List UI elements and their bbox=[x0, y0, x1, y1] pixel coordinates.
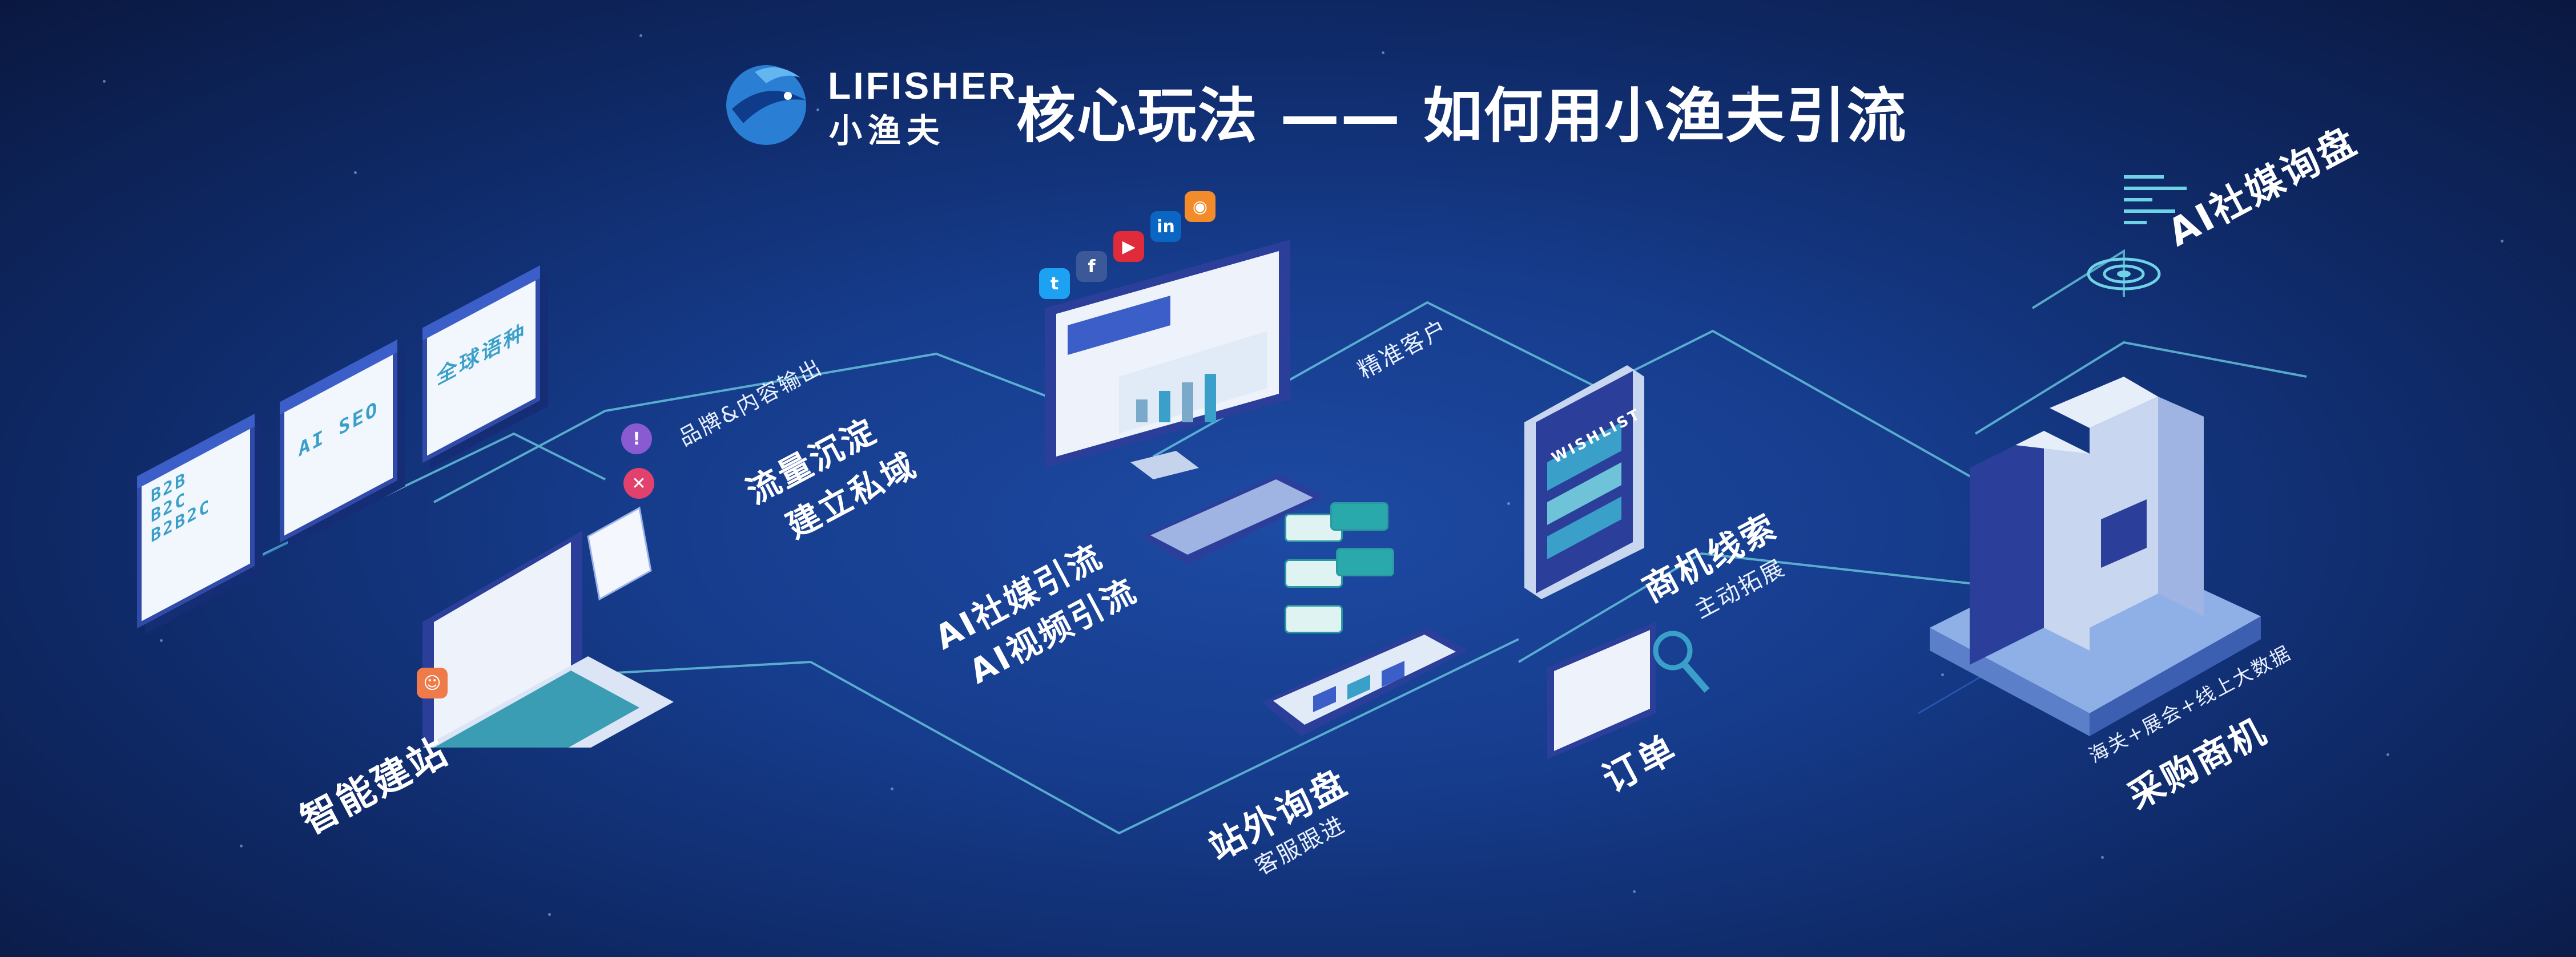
fish-logo-icon bbox=[721, 55, 818, 146]
brand-name: LIFISHER bbox=[828, 64, 1018, 107]
brand-cn: 小渔夫 bbox=[829, 104, 945, 152]
chat-bubble bbox=[1285, 559, 1343, 588]
page-title: 核心玩法 —— 如何用小渔夫引流 bbox=[1016, 67, 1907, 154]
chat-bubble bbox=[1330, 502, 1388, 531]
laptop-illustration bbox=[400, 451, 697, 748]
linkedin-icon: in bbox=[1150, 211, 1181, 242]
magnifier-icon bbox=[1644, 622, 1645, 623]
brand-logo bbox=[721, 55, 818, 146]
twitter-icon: t bbox=[1039, 268, 1070, 299]
tablet-illustration bbox=[1256, 622, 1473, 753]
warning-icon: ! bbox=[621, 423, 652, 454]
user-icon: ☺ bbox=[417, 668, 448, 698]
chat-bubble bbox=[1336, 548, 1394, 576]
close-icon: ✕ bbox=[623, 468, 654, 499]
youtube-icon: ▶ bbox=[1113, 231, 1144, 262]
phone-illustration bbox=[1519, 360, 1650, 599]
facebook-icon: f bbox=[1076, 251, 1107, 282]
rss-icon: ◉ bbox=[1185, 191, 1215, 222]
radar-target-icon bbox=[2084, 251, 2164, 297]
